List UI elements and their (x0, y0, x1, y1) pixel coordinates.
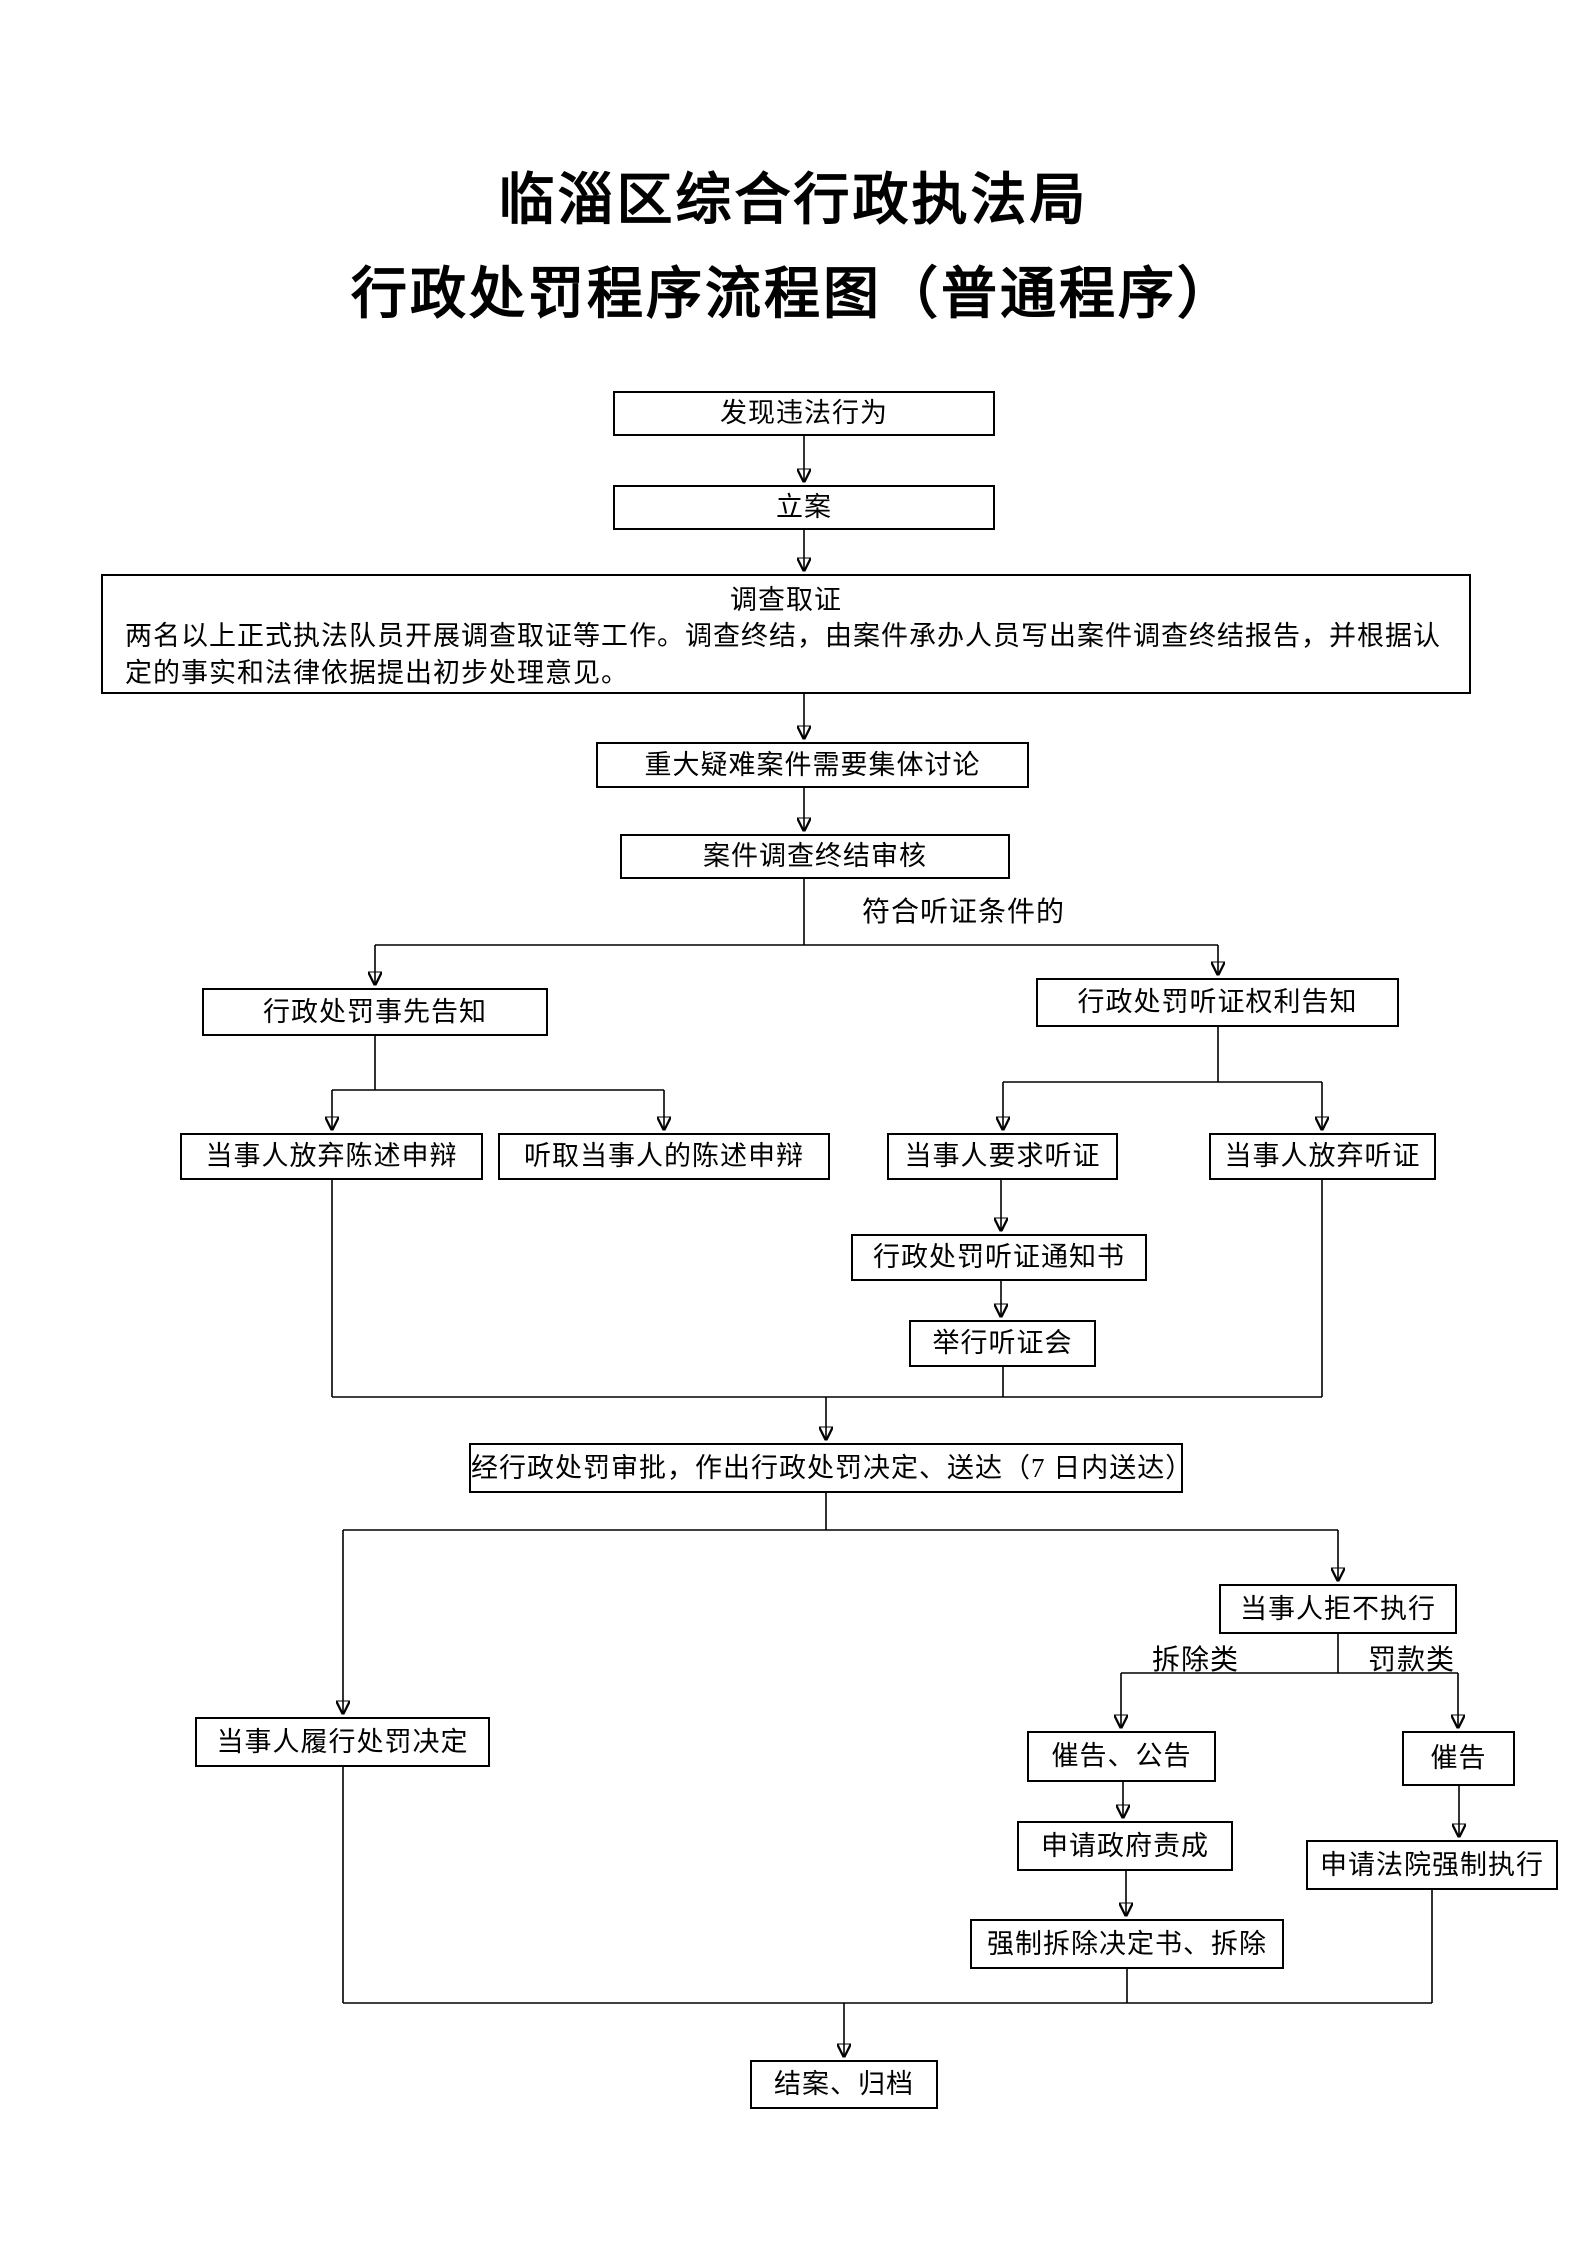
label-fine-type: 罚款类 (1368, 1645, 1456, 1676)
node-urge: 催告 (1402, 1731, 1515, 1786)
node-waive-statement: 当事人放弃陈述申辩 (180, 1133, 483, 1180)
page-title-line1: 临淄区综合行政执法局 (498, 168, 1089, 231)
node-decision-delivery: 经行政处罚审批，作出行政处罚决定、送达（7 日内送达） (469, 1443, 1192, 1493)
node-refuse-execute: 当事人拒不执行 (1219, 1584, 1457, 1634)
node-hearing-rights-notice: 行政处罚听证权利告知 (1036, 978, 1399, 1027)
node-hold-hearing: 举行听证会 (909, 1320, 1096, 1367)
node-court-enforcement: 申请法院强制执行 (1306, 1840, 1558, 1890)
node-prior-notice: 行政处罚事先告知 (202, 988, 548, 1036)
node-file-case: 立案 (613, 485, 995, 530)
node-fulfill-decision: 当事人履行处罚决定 (195, 1717, 490, 1767)
flow-lines (332, 436, 1459, 2057)
node-close-archive: 结案、归档 (750, 2060, 938, 2109)
node-discover-violation: 发现违法行为 (613, 391, 995, 436)
label-demolition-type: 拆除类 (1152, 1645, 1240, 1676)
node-urge-announce: 催告、公告 (1027, 1731, 1216, 1782)
node-gov-order: 申请政府责成 (1017, 1821, 1233, 1871)
page-title: 临淄区综合行政执法局 行政处罚程序流程图（普通程序） (0, 172, 1587, 322)
node-request-hearing: 当事人要求听证 (887, 1133, 1118, 1180)
node-waive-hearing: 当事人放弃听证 (1209, 1133, 1436, 1180)
node-collective-discussion: 重大疑难案件需要集体讨论 (596, 742, 1029, 788)
node-investigation-title: 调查取证 (730, 585, 842, 615)
node-hear-statement: 听取当事人的陈述申辩 (498, 1133, 830, 1180)
label-hearing-condition: 符合听证条件的 (862, 897, 1066, 928)
page-title-line2: 行政处罚程序流程图（普通程序） (351, 262, 1236, 325)
node-forced-demolition: 强制拆除决定书、拆除 (970, 1919, 1284, 1969)
node-investigation-review: 案件调查终结审核 (620, 834, 1010, 879)
node-investigation-body: 两名以上正式执法队员开展调查取证等工作。调查终结，由案件承办人员写出案件调查终结… (125, 621, 1441, 688)
node-hearing-notice-doc: 行政处罚听证通知书 (851, 1234, 1147, 1281)
node-investigation: 调查取证 两名以上正式执法队员开展调查取证等工作。调查终结，由案件承办人员写出案… (101, 574, 1471, 694)
